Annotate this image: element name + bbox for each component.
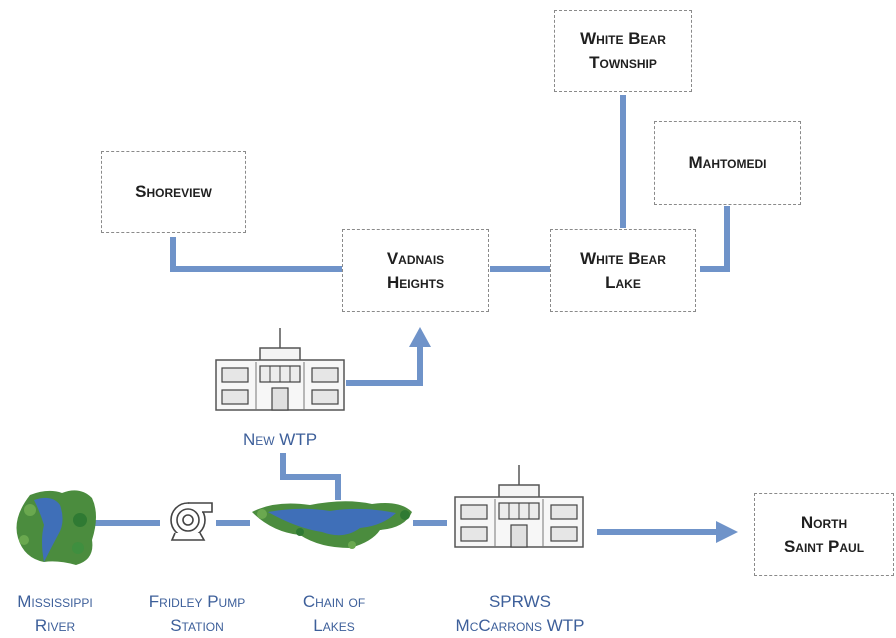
new-wtp-caption: New WTP [242, 430, 318, 449]
mississippi-river-caption: Mississippi River [17, 592, 93, 635]
pump-icon [170, 502, 213, 541]
arrowhead-right-icon [716, 521, 738, 543]
white-bear-lake-label: White Bear Lake [580, 248, 666, 292]
shoreview-label: Shoreview [135, 182, 212, 201]
new-wtp-plant-icon [215, 327, 345, 411]
box-mahtomedi: Mahtomedi [654, 121, 801, 205]
connector-newwtp-vadnais [346, 345, 423, 386]
connector-mahtomedi-whitebearlake [700, 206, 730, 272]
mccarrons-plant-icon [454, 464, 584, 548]
sprws-mccarrons-wtp-caption: SPRWS McCarrons WTP [455, 592, 585, 635]
connector-newwtp-lakes [280, 453, 341, 500]
box-shoreview: Shoreview [101, 151, 246, 233]
box-north-saint-paul: North Saint Paul [754, 493, 894, 576]
box-vadnais-heights: Vadnais Heights [342, 229, 489, 312]
box-white-bear-township: White Bear Township [554, 10, 692, 92]
vadnais-heights-label: Vadnais Heights [386, 248, 445, 292]
connector-lines [95, 95, 730, 535]
lakes-icon [252, 501, 412, 549]
fridley-pump-station-caption: Fridley Pump Station [148, 592, 246, 635]
connector-shoreview-vadnais [170, 237, 342, 272]
north-saint-paul-label: North Saint Paul [783, 512, 865, 556]
chain-of-lakes-caption: Chain of Lakes [302, 592, 366, 635]
mahtomedi-label: Mahtomedi [688, 153, 767, 172]
box-white-bear-lake: White Bear Lake [550, 229, 696, 312]
arrowhead-up-icon [409, 327, 431, 347]
white-bear-township-label: White Bear Township [580, 29, 666, 72]
river-icon [16, 490, 96, 565]
